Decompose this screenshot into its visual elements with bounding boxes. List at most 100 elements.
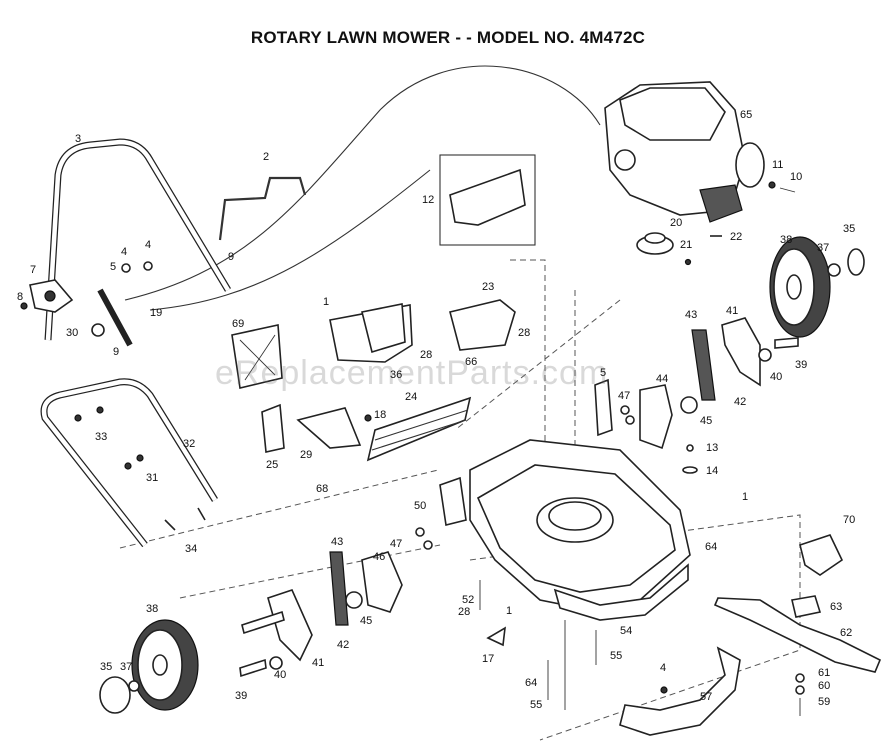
part-number-label: 39 — [235, 690, 247, 702]
part-number-label: 5 — [110, 261, 116, 273]
part-number-label: 50 — [414, 500, 426, 512]
part-number-label: 45 — [360, 615, 372, 627]
height-bracket-right — [721, 317, 761, 387]
debris-shield — [439, 154, 536, 246]
height-plate-left — [361, 551, 403, 613]
part-number-label: 4 — [145, 239, 151, 251]
part-number-label: 14 — [706, 465, 718, 477]
part-number-label: 64 — [525, 677, 537, 689]
part-number-label: 47 — [390, 538, 402, 550]
part-number-label: 34 — [185, 543, 197, 555]
part-number-label: 1 — [742, 491, 748, 503]
part-number-label: 41 — [726, 305, 738, 317]
part-number-label: 37 — [120, 661, 132, 673]
part-number-label: 1 — [323, 296, 329, 308]
part-number-label: 63 — [830, 601, 842, 613]
part-number-label: 69 — [232, 318, 244, 330]
part-number-label: 70 — [843, 514, 855, 526]
part-number-label: 2 — [263, 151, 269, 163]
part-number-label: 57 — [700, 691, 712, 703]
part-number-label: 1 — [506, 605, 512, 617]
page-title: ROTARY LAWN MOWER - - MODEL NO. 4M472C — [250, 28, 646, 47]
part-number-label: 64 — [705, 541, 717, 553]
part-number-label: 8 — [17, 291, 23, 303]
part-number-label: 45 — [700, 415, 712, 427]
part-number-label: 7 — [30, 264, 36, 276]
part-number-label: 31 — [146, 472, 158, 484]
part-number-label: 66 — [465, 356, 477, 368]
mower-deck — [469, 439, 691, 621]
part-number-label: 55 — [610, 650, 622, 662]
part-number-label: 62 — [840, 627, 852, 639]
part-number-label: 54 — [620, 625, 632, 637]
spring-43-left — [329, 551, 349, 626]
part-number-label: 44 — [656, 373, 668, 385]
part-number-label: 37 — [817, 242, 829, 254]
part-number-label: 5 — [600, 367, 606, 379]
part-number-label: 40 — [274, 669, 286, 681]
part-number-label: 43 — [685, 309, 697, 321]
part-number-label: 38 — [780, 234, 792, 246]
hubcap — [99, 676, 131, 714]
part-number-label: 12 — [422, 194, 434, 206]
height-bracket-left — [267, 589, 313, 662]
part-number-label: 59 — [818, 696, 830, 708]
watermark: eReplacementParts.com — [215, 354, 609, 392]
handle-knob — [29, 279, 74, 313]
front-bracket — [439, 476, 467, 526]
lower-handle — [40, 378, 218, 548]
part-number-label: 3 — [75, 133, 81, 145]
part-number-label: 20 — [670, 217, 682, 229]
height-plate-right — [639, 384, 673, 450]
engine — [604, 81, 765, 223]
part-number-label: 28 — [420, 349, 432, 361]
part-number-label: 40 — [770, 371, 782, 383]
spring-43-right — [691, 329, 716, 401]
part-number-label: 46 — [373, 551, 385, 563]
part-number-label: 28 — [458, 606, 470, 618]
part-number-label: 41 — [312, 657, 324, 669]
part-number-label: 9 — [113, 346, 119, 358]
part-number-label: 35 — [843, 223, 855, 235]
clip-30 — [91, 323, 105, 337]
part-number-label: 68 — [316, 483, 328, 495]
side-bracket — [594, 378, 613, 437]
part-number-label: 11 — [772, 159, 783, 171]
part-number-label: 61 — [818, 667, 830, 679]
part-number-label: 38 — [146, 603, 158, 615]
part-number-label: 42 — [734, 396, 746, 408]
part-number-label: 47 — [618, 390, 630, 402]
rear-wheel-right — [769, 236, 831, 338]
part-number-label: 33 — [95, 431, 107, 443]
part-number-label: 21 — [680, 239, 692, 251]
part-number-label: 29 — [300, 449, 312, 461]
mower-blade — [713, 597, 882, 673]
pulley — [636, 232, 674, 255]
part-number-label: 17 — [482, 653, 494, 665]
rear-skirt — [619, 646, 741, 736]
part-number-label: 65 — [740, 109, 752, 121]
part-number-label: 22 — [730, 231, 742, 243]
part-number-label: 36 — [390, 369, 402, 381]
part-number-label: 23 — [482, 281, 494, 293]
part-number-label: 13 — [706, 442, 718, 454]
part-number-label: 18 — [374, 409, 386, 421]
part-number-label: 30 — [66, 327, 78, 339]
part-number-label: 19 — [150, 307, 162, 319]
front-wheel-left — [131, 619, 199, 711]
part-number-label: 10 — [790, 171, 802, 183]
part-number-label: 39 — [795, 359, 807, 371]
part-number-label: 43 — [331, 536, 343, 548]
part-number-label: 28 — [518, 327, 530, 339]
part-number-label: 32 — [183, 438, 195, 450]
part-number-label: 9 — [228, 251, 234, 263]
part-number-label: 4 — [121, 246, 127, 258]
part-number-label: 35 — [100, 661, 112, 673]
part-number-label: 25 — [266, 459, 278, 471]
hinge-bracket — [261, 403, 285, 453]
part-number-label: 24 — [405, 391, 417, 403]
throttle-cable — [124, 65, 601, 301]
upper-handle — [44, 138, 232, 347]
